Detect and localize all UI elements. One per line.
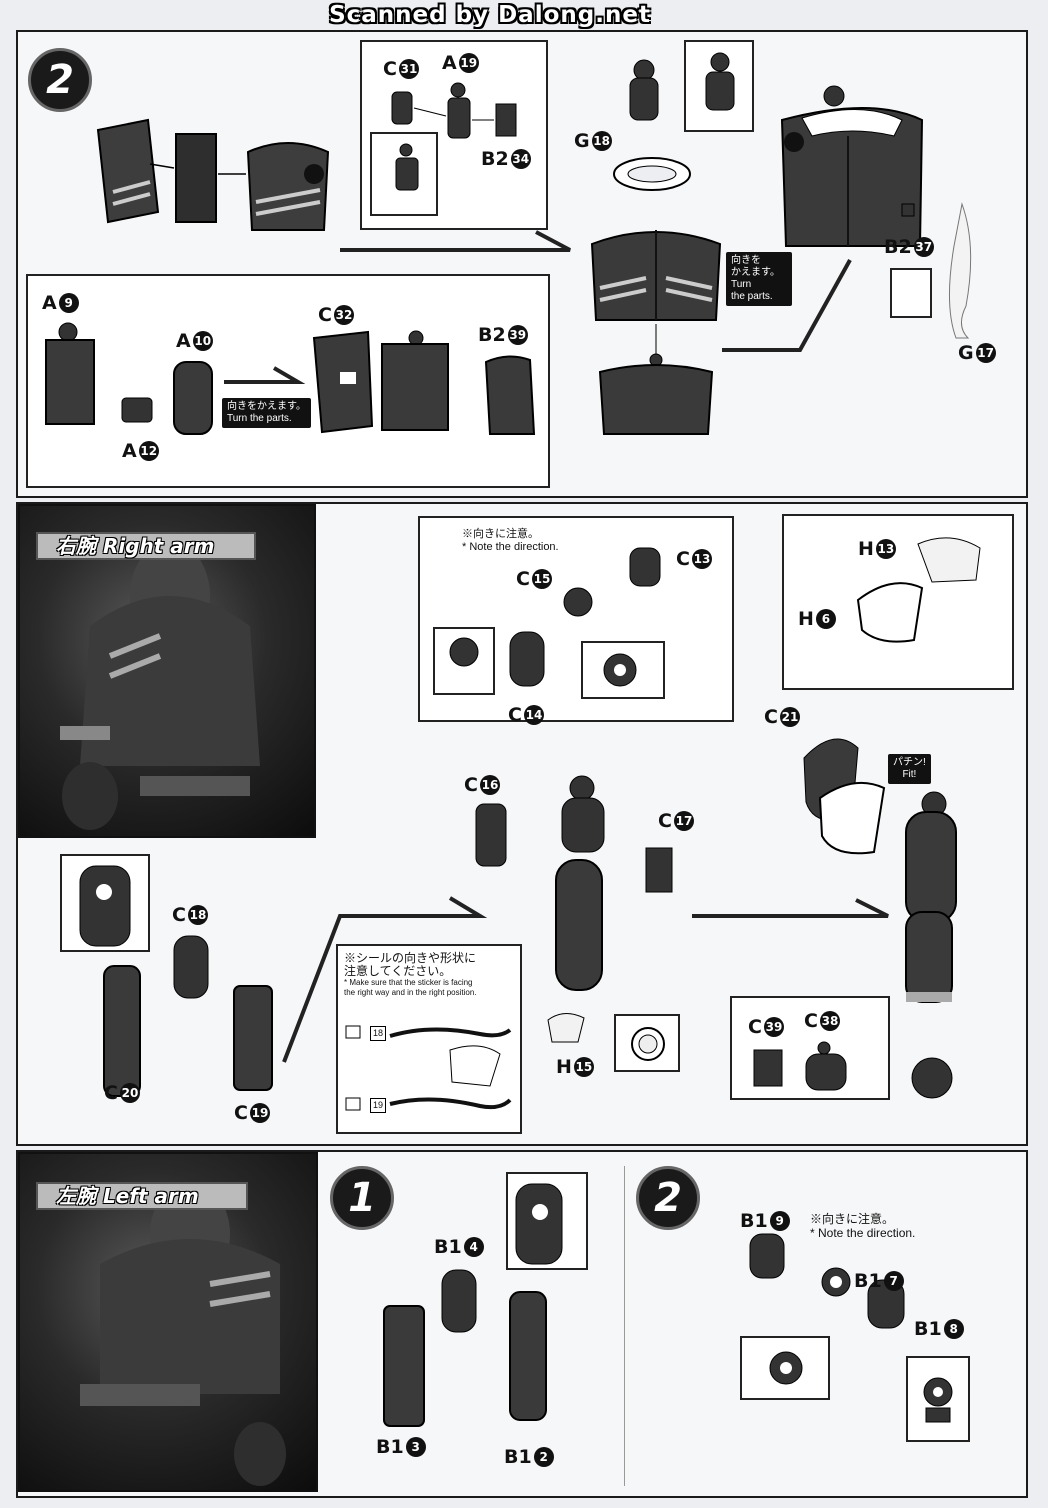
- left-arm-banner: 左腕 Left arm: [36, 1182, 248, 1210]
- step-divider: [624, 1166, 625, 1486]
- turn-parts-callout-bottom: 向きをかえます。 Turn the parts.: [222, 398, 311, 428]
- figure-silhouette: [60, 541, 260, 830]
- step-2-badge: 2: [28, 48, 92, 112]
- neck-collar-illustration: [613, 59, 691, 191]
- forearm-illustration: [79, 865, 273, 1097]
- neck-joint-illustration: [705, 52, 735, 111]
- turn-parts-callout-top: 向きを かえます。 Turn the parts.: [726, 252, 792, 306]
- joint-detail-b-illustration: [923, 1377, 953, 1423]
- left-arm-step-2-badge: 2: [636, 1166, 700, 1230]
- shoulder-assembly-illustration: [96, 118, 330, 231]
- left-arm-step-1-badge: 1: [330, 1166, 394, 1230]
- flow-arrow-center-to-right: [692, 898, 889, 918]
- inset-b2-37: [890, 268, 932, 318]
- hand-parts-illustration: [753, 1041, 847, 1091]
- inset-sticker-note: [336, 944, 522, 1134]
- left-direction-note: ※向きに注意。 * Note the direction.: [810, 1212, 916, 1240]
- flow-arrow-left-to-center: [282, 896, 488, 1063]
- sticker-18-ref: 18: [370, 1026, 387, 1041]
- sticker-placement-illustration: [345, 1025, 512, 1111]
- shoulder-armor-illustration: [856, 537, 981, 643]
- shoulder-joint-illustration: [433, 547, 665, 699]
- left-shoulder-joint-illustration: [749, 1233, 905, 1329]
- ring-illustration: [631, 1027, 665, 1061]
- shoulder-subassembly-illustration: [45, 322, 536, 435]
- right-arm-banner: 右腕 Right arm: [36, 532, 256, 560]
- left-forearm-illustration: [383, 1183, 563, 1427]
- fit-callout: パチン! Fit!: [888, 754, 931, 784]
- chest-illustration: [590, 230, 722, 435]
- sticker-note: ※シールの向きや形状に 注意してください。 * Make sure that t…: [344, 951, 477, 998]
- neck-parts-illustration: [391, 82, 517, 191]
- flow-arrow-top: [340, 230, 571, 252]
- scan-watermark: Scanned by Dalong.net: [329, 2, 651, 28]
- flow-arrow-right: [722, 259, 852, 352]
- direction-note: ※向きに注意。 * Note the direction.: [462, 528, 559, 553]
- joint-detail-a-illustration: [769, 1351, 803, 1385]
- inset-shoulder-joint: [418, 516, 734, 722]
- sticker-19-ref: 19: [370, 1098, 387, 1113]
- upper-arm-illustration: [475, 775, 673, 1043]
- assembled-right-arm-illustration: [803, 738, 957, 1099]
- assembled-torso-illustration: [780, 85, 972, 339]
